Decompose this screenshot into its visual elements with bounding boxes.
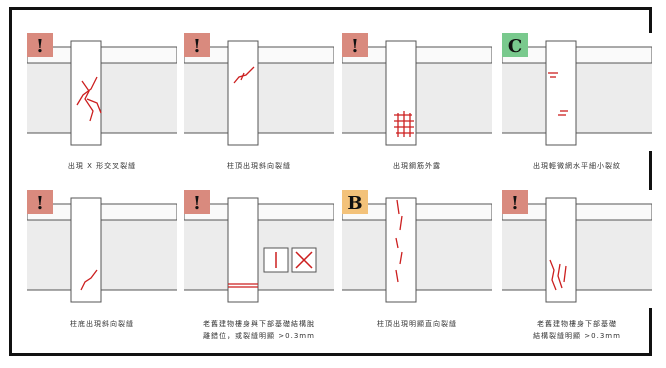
beam: [27, 46, 177, 64]
badge-label: !: [36, 193, 44, 214]
crack-line: [240, 72, 245, 81]
beam: [184, 46, 334, 64]
caption-line-2: 離錯位，或裂縫明顯 >0.3mm: [203, 332, 315, 340]
severity-badge: B: [342, 190, 368, 214]
badge-label: !: [36, 36, 44, 57]
badge-label: B: [347, 193, 362, 214]
crack-line: [549, 259, 557, 291]
crack-panel-2: !: [184, 33, 334, 151]
badge-box: [27, 33, 53, 57]
badge-label: !: [193, 193, 201, 214]
caption-line: 出現輕微網水平細小裂紋: [533, 162, 621, 170]
crack-panel-8: !: [502, 190, 652, 308]
panel-illustration: C: [502, 33, 652, 151]
caption-line: 老舊建物樓身與下部基礎結構脫: [203, 320, 315, 328]
badge-box: [184, 33, 210, 57]
badge-box: [184, 190, 210, 214]
panel-caption: 老舊建物樓身與下部基礎結構脫離錯位，或裂縫明顯 >0.3mm: [179, 318, 339, 342]
panel-caption: 出現輕微網水平細小裂紋: [497, 160, 657, 172]
crack-line: [557, 263, 563, 289]
caption-line: 柱底出現斜向裂縫: [70, 320, 134, 328]
wall-area: [184, 63, 334, 133]
crack-line: [86, 98, 102, 114]
column: [545, 40, 577, 146]
severity-badge: !: [184, 190, 210, 214]
crack-line: [76, 76, 98, 106]
beam: [184, 203, 334, 221]
crack-panel-3: !: [342, 33, 492, 151]
badge-box: [502, 33, 528, 57]
crack-line: [395, 269, 399, 283]
column: [385, 197, 417, 303]
severity-badge: !: [27, 33, 53, 57]
wall-area: [27, 220, 177, 290]
wall-area: [502, 220, 652, 290]
badge-label: !: [351, 36, 359, 57]
severity-badge: !: [27, 190, 53, 214]
badge-label: !: [193, 36, 201, 57]
panel-caption: 柱頂出現明顯直向裂縫: [337, 318, 497, 330]
panel-illustration: !: [27, 33, 177, 151]
column: [70, 197, 102, 303]
wall-area: [342, 63, 492, 133]
caption-line: 出現鋼筋外露: [393, 162, 441, 170]
badge-box: [342, 33, 368, 57]
caption-line-2: 結構裂縫明顯 >0.3mm: [533, 332, 621, 340]
crack-panel-7: B: [342, 190, 492, 308]
badge-box: [342, 190, 368, 214]
severity-badge: !: [502, 190, 528, 214]
wall-area: [342, 220, 492, 290]
crack-panel-4: C: [502, 33, 652, 151]
panel-caption: 柱底出現斜向裂縫: [22, 318, 182, 330]
badge-label: !: [511, 193, 519, 214]
badge-box: [27, 190, 53, 214]
panel-illustration: !: [27, 190, 177, 308]
beam: [502, 46, 652, 64]
panel-caption: 老舊建物樓身下部基礎結構裂縫明顯 >0.3mm: [497, 318, 657, 342]
panel-caption: 出現 X 形交叉裂縫: [22, 160, 182, 172]
panel-illustration: !: [184, 190, 334, 308]
panel-illustration: !: [342, 33, 492, 151]
severity-badge: !: [342, 33, 368, 57]
beam: [342, 203, 492, 221]
crack-line: [399, 251, 403, 265]
caption-line: 老舊建物樓身下部基礎: [537, 320, 617, 328]
column: [227, 40, 259, 146]
crack-line: [81, 80, 94, 122]
caption-line: 出現 X 形交叉裂縫: [67, 162, 137, 170]
badge-label: C: [508, 36, 522, 57]
panel-illustration: !: [502, 190, 652, 308]
wall-area: [502, 63, 652, 133]
severity-badge: !: [184, 33, 210, 57]
crack-line: [396, 199, 400, 215]
beam: [27, 203, 177, 221]
panel-caption: 柱頂出現斜向裂縫: [179, 160, 339, 172]
badge-box: [502, 190, 528, 214]
panel-illustration: B: [342, 190, 492, 308]
wall-area: [27, 63, 177, 133]
crack-panel-1: !: [27, 33, 177, 151]
crack-line: [80, 269, 98, 291]
column: [385, 40, 417, 146]
crack-line: [399, 215, 403, 231]
beam: [502, 203, 652, 221]
caption-line: 柱頂出現斜向裂縫: [227, 162, 291, 170]
crack-panel-6: !: [184, 190, 334, 308]
severity-badge: C: [502, 33, 528, 57]
crack-panel-5: !: [27, 190, 177, 308]
crack-line: [395, 237, 399, 249]
column: [227, 197, 259, 303]
caption-line: 柱頂出現明顯直向裂縫: [377, 320, 457, 328]
crack-line: [563, 265, 567, 283]
beam: [342, 46, 492, 64]
panel-illustration: !: [184, 33, 334, 151]
panel-caption: 出現鋼筋外露: [337, 160, 497, 172]
